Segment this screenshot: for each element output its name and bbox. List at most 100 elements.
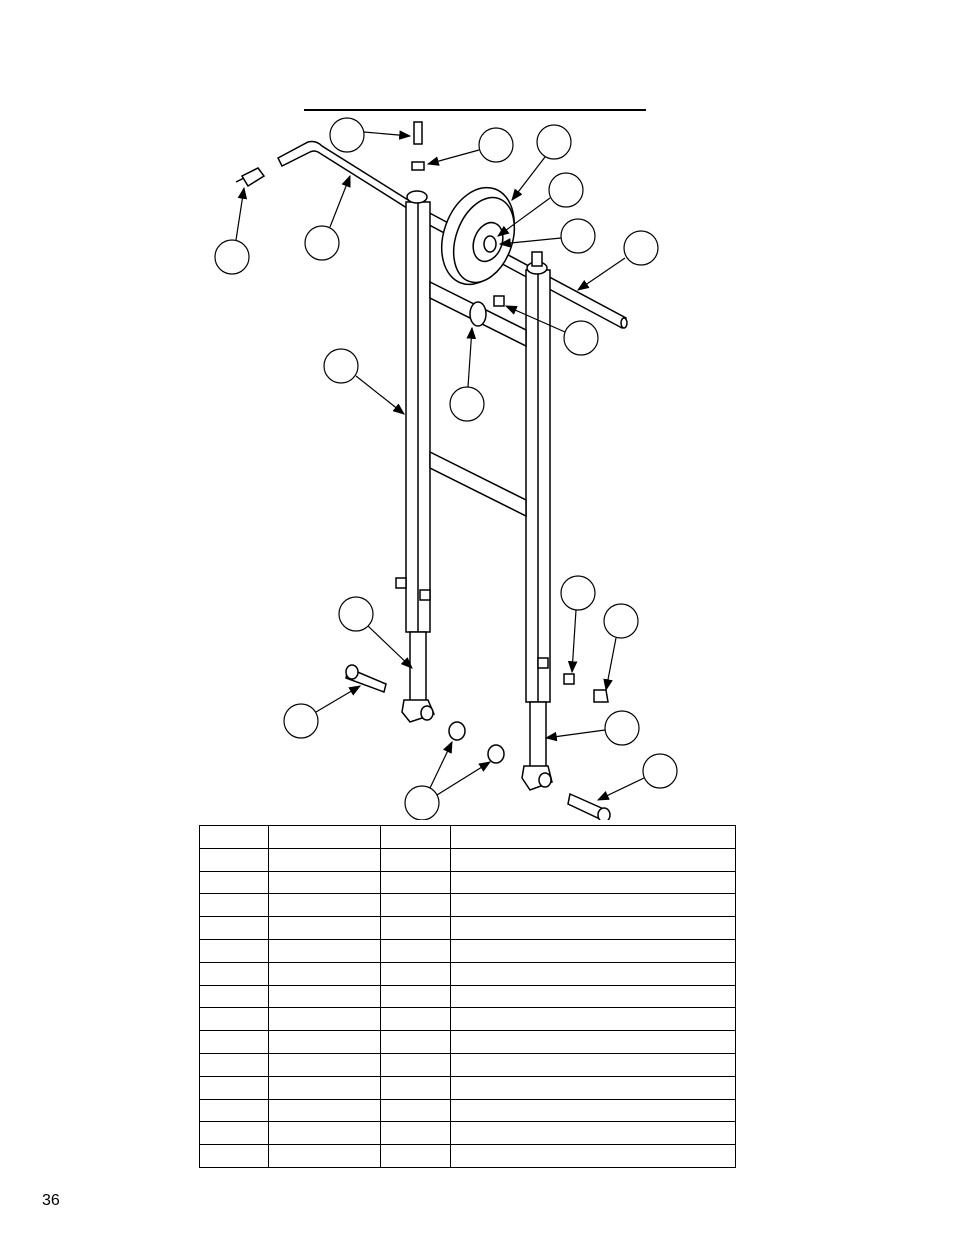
table-row xyxy=(199,825,736,849)
table-cell xyxy=(380,961,451,986)
table-cell xyxy=(268,938,381,963)
callout-bubble xyxy=(596,753,678,801)
callout-bubble xyxy=(603,603,639,692)
handle-bar xyxy=(277,140,428,222)
table-cell xyxy=(450,938,736,963)
table-cell xyxy=(380,1075,451,1100)
table-cell xyxy=(268,1052,381,1077)
table-cell xyxy=(450,1075,736,1100)
table-cell xyxy=(199,1144,269,1168)
callout-bubble xyxy=(214,186,250,275)
callout-bubble xyxy=(511,124,572,201)
table-cell xyxy=(380,984,451,1009)
table-cell xyxy=(268,961,381,986)
table-cell xyxy=(380,847,451,872)
table-cell xyxy=(380,1007,451,1032)
bolt-right-small xyxy=(593,689,609,703)
table-cell xyxy=(199,825,269,849)
table-row xyxy=(199,1144,736,1168)
frame-assembly xyxy=(235,121,628,820)
table-cell xyxy=(268,1030,381,1054)
parts-list-table xyxy=(199,825,736,1168)
callout-bubble xyxy=(283,685,362,739)
exploded-parts-diagram xyxy=(214,109,678,820)
callout-bubble xyxy=(497,172,584,237)
table-cell xyxy=(199,847,269,872)
table-cell xyxy=(450,847,736,872)
table-row xyxy=(199,984,736,1009)
table-row xyxy=(199,916,736,940)
table-cell xyxy=(199,1030,269,1054)
table-cell xyxy=(268,916,381,940)
table-cell xyxy=(380,1098,451,1123)
nut-center xyxy=(487,744,505,764)
handle-grip xyxy=(240,167,266,188)
table-row xyxy=(199,1030,736,1054)
table-row xyxy=(199,961,736,986)
table-cell xyxy=(450,825,736,849)
nut-left xyxy=(448,721,466,741)
callout-bubble xyxy=(449,326,485,422)
table-cell xyxy=(450,984,736,1009)
table-cell xyxy=(268,1007,381,1032)
bolt-right-lower xyxy=(567,792,607,820)
table-cell xyxy=(199,1121,269,1146)
callout-bubble xyxy=(304,174,351,261)
left-leg xyxy=(409,631,427,709)
table-cell xyxy=(199,916,269,940)
table-cell xyxy=(380,1030,451,1054)
callout-bubble xyxy=(544,710,640,746)
table-cell xyxy=(268,893,381,918)
table-cell xyxy=(268,870,381,895)
table-cell xyxy=(199,938,269,963)
table-cell xyxy=(199,870,269,895)
callout-bubble xyxy=(498,218,596,254)
table-cell xyxy=(268,984,381,1009)
table-cell xyxy=(380,825,451,849)
table-cell xyxy=(450,1098,736,1123)
callouts xyxy=(214,117,678,820)
table-cell xyxy=(450,1121,736,1146)
table-cell xyxy=(268,825,381,849)
table-row xyxy=(199,1098,736,1123)
table-cell xyxy=(268,1144,381,1168)
table-cell xyxy=(199,1075,269,1100)
callout-bubble xyxy=(329,117,412,153)
table-cell xyxy=(450,1144,736,1168)
callout-bubble xyxy=(560,575,596,674)
table-row xyxy=(199,893,736,918)
table-row xyxy=(199,1052,736,1077)
table-row xyxy=(199,1075,736,1100)
table-row xyxy=(199,1121,736,1146)
table-row xyxy=(199,870,736,895)
table-row xyxy=(199,938,736,963)
table-cell xyxy=(380,938,451,963)
table-cell xyxy=(199,1098,269,1123)
table-cell xyxy=(380,893,451,918)
wheel xyxy=(441,186,516,286)
callout-bubble xyxy=(426,127,514,166)
callout-bubble xyxy=(323,348,405,415)
callout-bubble xyxy=(504,305,599,356)
table-cell xyxy=(380,1144,451,1168)
table-cell xyxy=(199,1007,269,1032)
table-cell xyxy=(268,847,381,872)
table-cell xyxy=(268,1098,381,1123)
page-number: 36 xyxy=(42,1192,60,1209)
table-cell xyxy=(450,1030,736,1054)
table-cell xyxy=(199,1052,269,1077)
table-cell xyxy=(199,961,269,986)
table-cell xyxy=(380,870,451,895)
table-row xyxy=(199,847,736,872)
table-cell xyxy=(450,870,736,895)
table-cell xyxy=(199,984,269,1009)
table-row xyxy=(199,1007,736,1032)
table-cell xyxy=(380,916,451,940)
table-cell xyxy=(268,1075,381,1100)
table-cell xyxy=(450,961,736,986)
table-cell xyxy=(450,1007,736,1032)
callout-bubble xyxy=(404,740,492,820)
callout-bubble xyxy=(338,596,413,669)
table-cell xyxy=(450,1052,736,1077)
table-cell xyxy=(380,1052,451,1077)
